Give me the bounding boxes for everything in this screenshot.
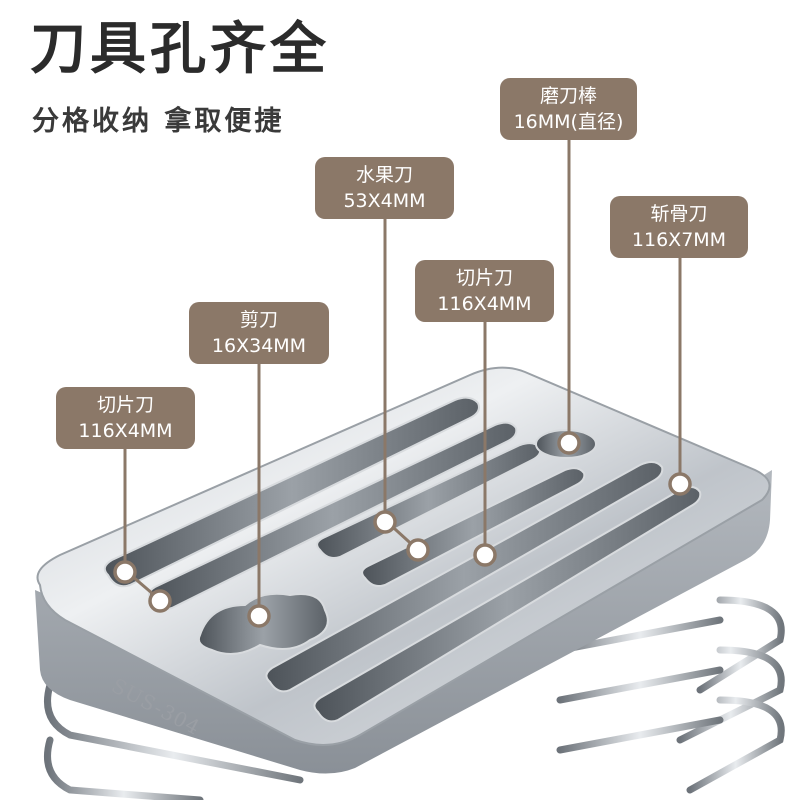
callout-name: 斩骨刀	[650, 203, 708, 225]
callout-name: 切片刀	[455, 267, 513, 289]
callout-name: 磨刀棒	[539, 85, 597, 107]
callout-size: 16X34MM	[211, 335, 307, 357]
callout-scissors: 剪刀 16X34MM	[189, 302, 329, 364]
marker-slicing-knife-left	[113, 560, 137, 584]
callout-bone-cleaver: 斩骨刀 116X7MM	[610, 196, 748, 258]
marker-slicing-knife-left-end	[148, 589, 172, 613]
marker-fruit-knife	[373, 510, 397, 534]
callout-size: 16MM(直径)	[513, 111, 624, 133]
callout-name: 切片刀	[96, 394, 154, 416]
subline: 分格收纳 拿取便捷	[32, 106, 285, 137]
callout-size: 116X7MM	[631, 229, 727, 251]
callout-size: 53X4MM	[343, 190, 426, 212]
callout-size: 116X4MM	[78, 420, 173, 442]
slot-markers	[113, 431, 692, 628]
callout-slicing-knife-right: 切片刀 116X4MM	[415, 260, 554, 322]
marker-sharpening-rod	[557, 431, 581, 455]
callout-size: 116X4MM	[437, 293, 532, 315]
leader-lines	[123, 136, 682, 614]
marker-fruit-knife-end	[406, 538, 430, 562]
headline: 刀具孔齐全	[30, 17, 330, 82]
marker-scissors	[247, 604, 271, 628]
marker-bone-cleaver	[668, 472, 692, 496]
callout-sharpening-rod: 磨刀棒 16MM(直径)	[500, 78, 637, 140]
marker-slicing-knife-right	[473, 543, 497, 567]
callout-name: 剪刀	[239, 309, 278, 331]
callout-slicing-knife-left: 切片刀 116X4MM	[56, 387, 195, 449]
callout-name: 水果刀	[355, 164, 413, 186]
callout-fruit-knife: 水果刀 53X4MM	[315, 157, 454, 219]
